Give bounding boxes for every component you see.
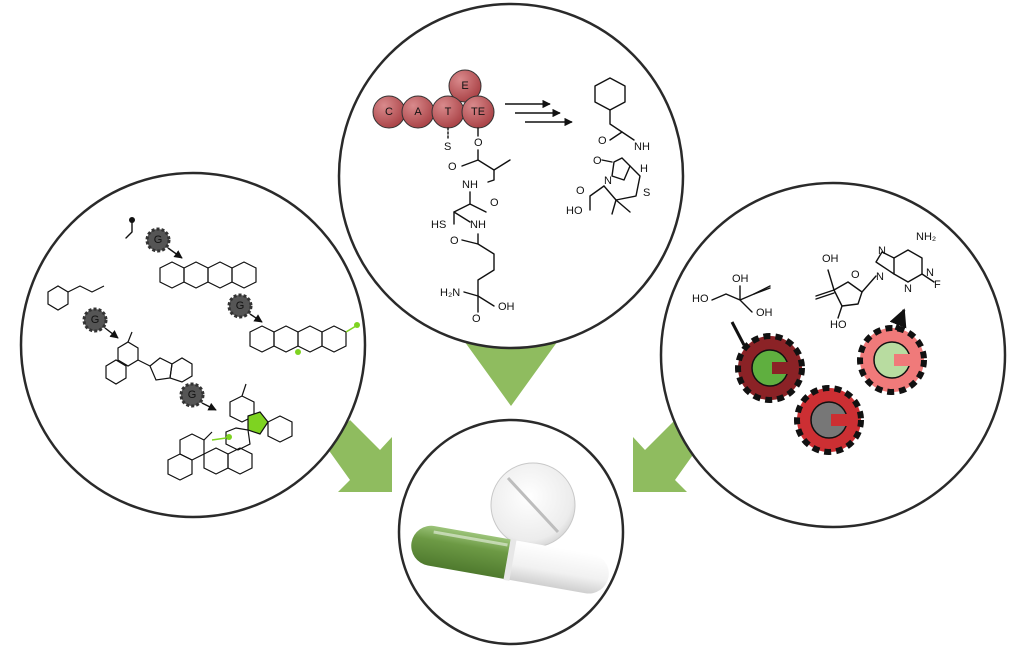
svg-text:G: G xyxy=(188,389,197,401)
top-panel: E C A T TE S O O NH O HS NH O H₂N OH xyxy=(337,2,685,350)
domain-TE: TE xyxy=(471,106,485,118)
ester-oxygen: O xyxy=(474,137,483,149)
svg-text:G: G xyxy=(91,314,100,326)
svg-text:NH: NH xyxy=(634,141,650,153)
arrow-top-to-center xyxy=(462,300,560,406)
tablet-icon xyxy=(490,462,576,548)
svg-text:F: F xyxy=(934,279,941,291)
penicillin-product: O NH O N H S O HO xyxy=(566,77,650,217)
svg-text:OH: OH xyxy=(498,301,515,313)
svg-text:HS: HS xyxy=(431,219,446,231)
svg-text:OH: OH xyxy=(756,307,773,319)
svg-text:N: N xyxy=(604,175,612,187)
nucleoside-product: NH₂ N N N N F O OH HO xyxy=(815,231,941,331)
svg-text:O: O xyxy=(598,135,607,147)
svg-text:HO: HO xyxy=(692,293,709,305)
svg-text:O: O xyxy=(472,313,481,325)
domain-E: E xyxy=(461,80,468,92)
right-panel: HO OH OH NH₂ N N N N F O OH HO xyxy=(659,181,1007,529)
svg-text:O: O xyxy=(490,197,499,209)
gear-icon xyxy=(857,325,927,395)
svg-text:HO: HO xyxy=(566,205,583,217)
svg-text:N: N xyxy=(904,283,912,295)
svg-text:O: O xyxy=(448,161,457,173)
tether-sulfur: S xyxy=(444,141,451,153)
gear-icon: G xyxy=(227,293,253,319)
svg-text:O: O xyxy=(576,185,585,197)
svg-text:NH: NH xyxy=(470,219,486,231)
nrps-domains: E C A T TE xyxy=(372,69,495,129)
enzyme-label: G xyxy=(154,234,163,246)
svg-text:O: O xyxy=(450,235,459,247)
left-panel: G G xyxy=(19,171,367,519)
gear-icon: G xyxy=(82,307,108,333)
arrow-left-to-center xyxy=(325,420,392,492)
svg-text:N: N xyxy=(878,245,886,257)
svg-text:HO: HO xyxy=(830,319,847,331)
capsule-icon xyxy=(411,525,609,594)
gear-icon: G xyxy=(179,382,205,408)
svg-text:O: O xyxy=(593,155,602,167)
svg-text:N: N xyxy=(926,267,934,279)
domain-C: C xyxy=(385,106,393,118)
svg-text:G: G xyxy=(236,300,245,312)
svg-text:NH₂: NH₂ xyxy=(916,231,936,243)
svg-text:OH: OH xyxy=(822,253,839,265)
gear-icon: G xyxy=(145,227,171,253)
domain-A: A xyxy=(414,106,422,118)
gear-icon xyxy=(794,385,864,455)
svg-text:NH: NH xyxy=(462,179,478,191)
svg-text:H₂N: H₂N xyxy=(440,287,460,299)
svg-text:OH: OH xyxy=(732,273,749,285)
svg-text:N: N xyxy=(876,271,884,283)
substrate-triol: HO OH OH xyxy=(692,273,773,319)
svg-text:O: O xyxy=(851,269,860,281)
gear-icon xyxy=(735,333,805,403)
svg-text:S: S xyxy=(643,187,650,199)
svg-text:H: H xyxy=(640,163,648,175)
domain-T: T xyxy=(445,106,452,118)
center-panel xyxy=(397,418,625,646)
